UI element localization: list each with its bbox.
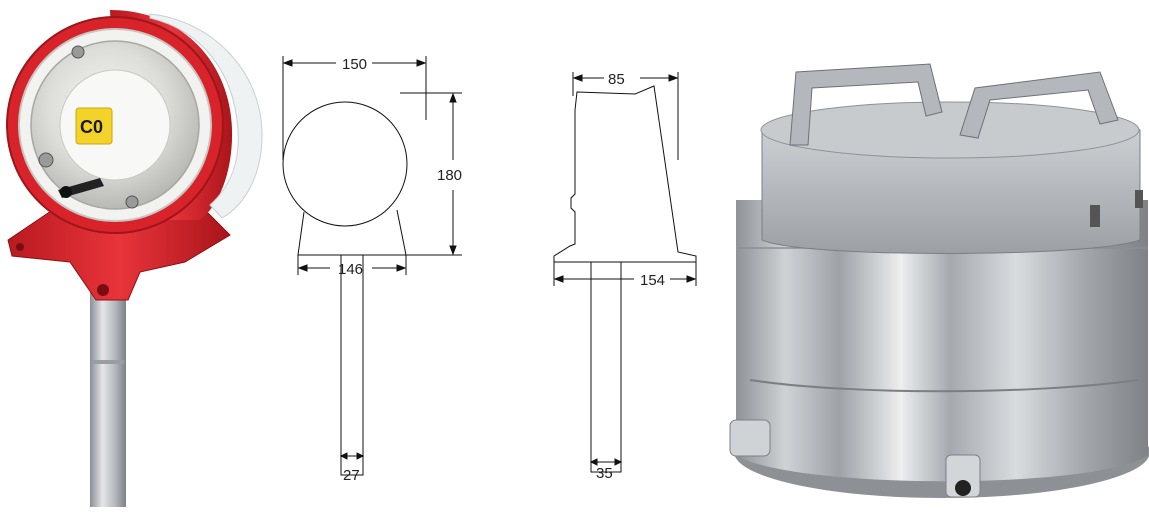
- front-view-circle: [282, 101, 408, 227]
- cover-handle-right: [959, 71, 1119, 139]
- side-view-drawing: [553, 72, 697, 473]
- front-width-label: 150: [342, 56, 367, 73]
- cover-body: [736, 200, 1148, 482]
- cable-gland-left: [729, 419, 771, 457]
- front-base-label: 146: [338, 261, 363, 278]
- side-pipe-label: 35: [596, 465, 613, 482]
- logo-mark: C0: [80, 117, 103, 137]
- logo-badge: [75, 107, 113, 145]
- side-view-pipe: [590, 261, 622, 473]
- screw-icon: [38, 152, 54, 168]
- side-view-outline: [553, 85, 697, 263]
- screw-icon: [125, 195, 139, 209]
- side-depth-label: 85: [608, 71, 625, 88]
- side-base-label: 154: [640, 272, 665, 289]
- detector-photo: C0: [6, 10, 263, 507]
- front-height-label: 180: [437, 167, 462, 184]
- front-view-base: [297, 209, 407, 256]
- cable-gland-center: [945, 454, 981, 498]
- cover-handle-left: [789, 63, 943, 146]
- screw-icon: [71, 45, 85, 59]
- protective-cover-photo: [729, 63, 1149, 498]
- front-view-drawing: [282, 56, 462, 476]
- detector-pipe: [90, 285, 126, 507]
- front-pipe-label: 27: [343, 467, 360, 484]
- front-view-pipe: [340, 254, 364, 476]
